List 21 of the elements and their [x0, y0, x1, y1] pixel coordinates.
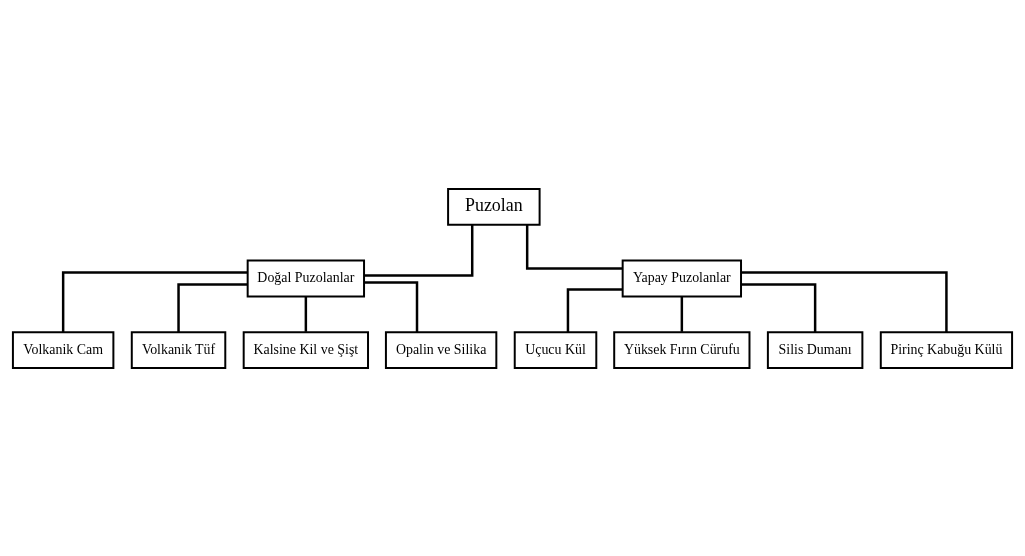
connector — [741, 282, 817, 332]
node-box: Kalsine Kil ve Şişt — [242, 330, 369, 369]
connector — [566, 287, 623, 332]
connector — [61, 270, 248, 332]
connector — [304, 296, 308, 332]
node-box: Opalin ve Silika — [384, 330, 498, 369]
node-box: Yapay Puzolanlar — [621, 259, 743, 297]
connector — [741, 270, 948, 332]
node-box: Doğal Puzolanlar — [246, 259, 366, 297]
node-box: Volkanik Cam — [11, 330, 115, 369]
connector — [364, 224, 474, 277]
connector — [680, 296, 684, 332]
node-box: Pirinç Kabuğu Külü — [879, 330, 1014, 369]
connector — [364, 280, 419, 332]
node-box: Puzolan — [447, 187, 541, 226]
node-box: Yüksek Fırın Cürufu — [613, 330, 751, 369]
node-box: Silis Dumanı — [766, 330, 864, 369]
connector — [177, 282, 248, 332]
connector — [525, 224, 623, 270]
node-box: Volkanik Tüf — [130, 330, 227, 369]
node-box: Uçucu Kül — [513, 330, 598, 369]
